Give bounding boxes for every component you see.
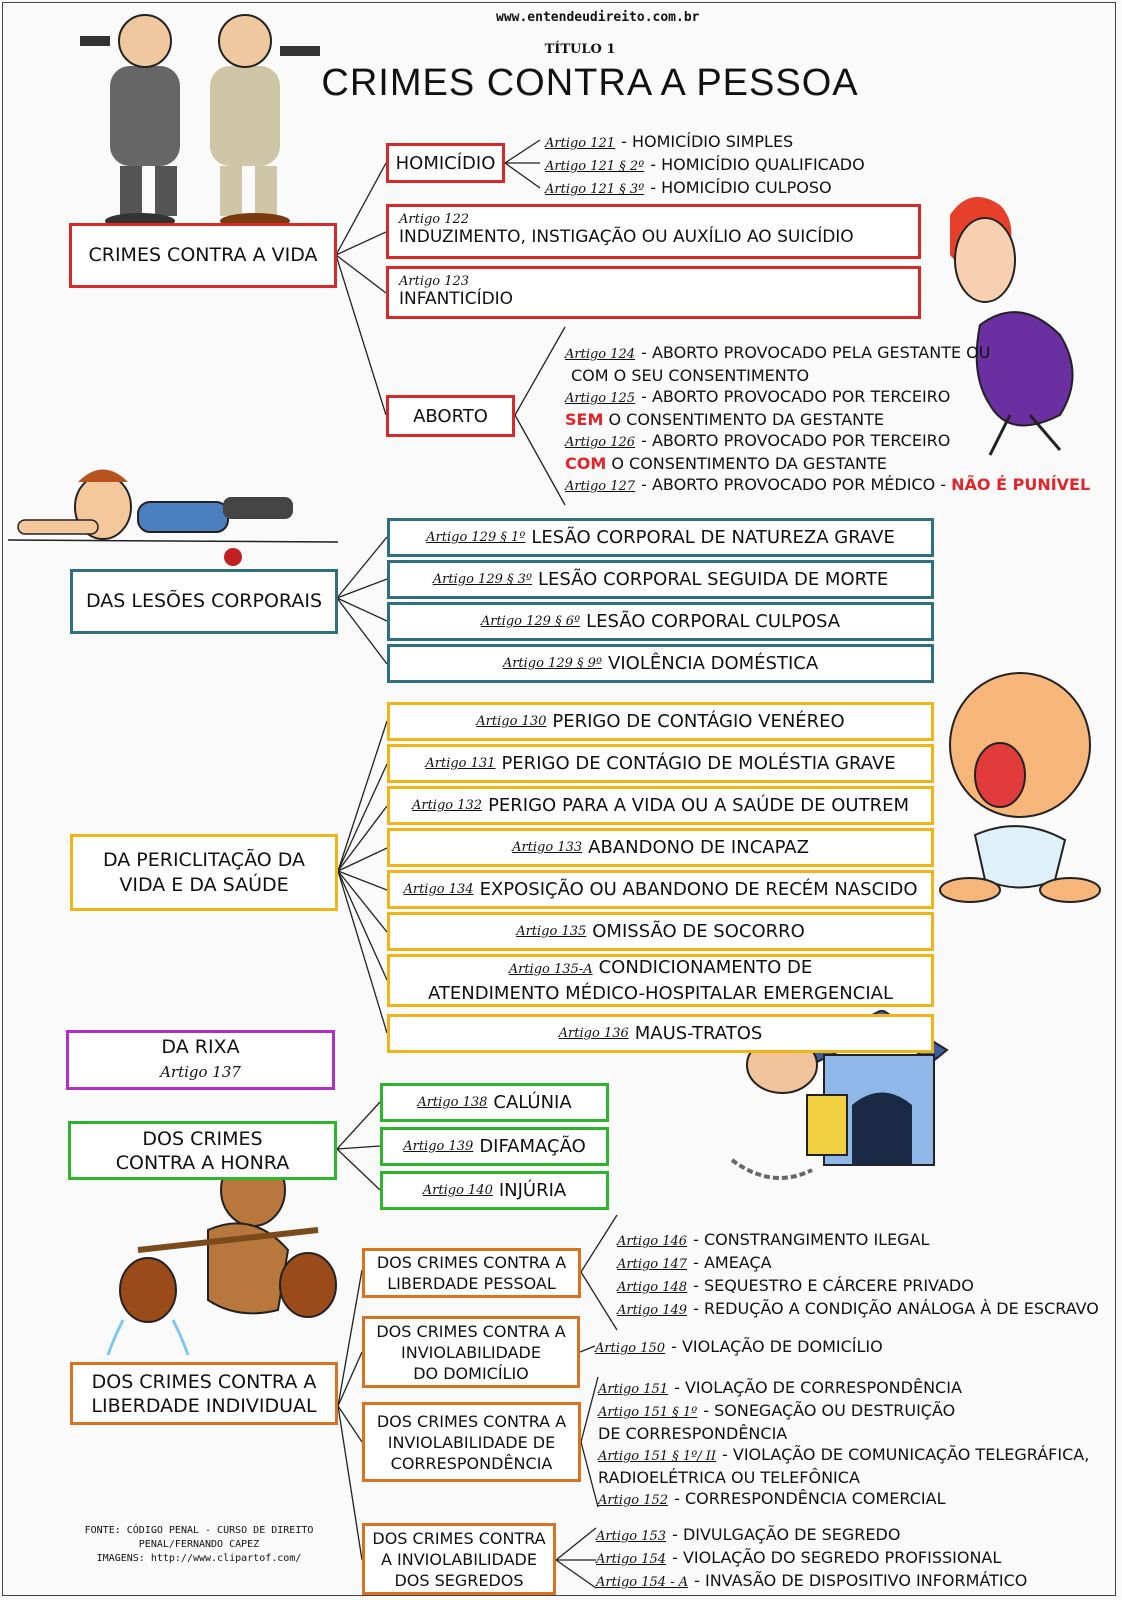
source-credits: FONTE: CÓDIGO PENAL - CURSO DE DIREITO P…	[84, 1525, 314, 1564]
domicilio-list: Artigo 150- VIOLAÇÃO DE DOMICÍLIO	[595, 1337, 883, 1356]
list-item: Artigo 121 § 3º- HOMICÍDIO CULPOSO	[545, 178, 832, 197]
injured-man-illustration	[8, 469, 338, 566]
title-number: TÍTULO 1	[544, 42, 616, 57]
water-carrier-illustration	[106, 1153, 337, 1356]
artigo-123-ref: Artigo 123	[399, 274, 470, 289]
artigo-122-ref: Artigo 122	[399, 212, 470, 227]
crimes-contra-a-vida-box[interactable]: CRIMES CONTRA A VIDA	[69, 223, 337, 288]
liberdade-pessoal-box[interactable]: DOS CRIMES CONTRA A LIBERDADE PESSOAL	[362, 1248, 581, 1298]
segredos-list: Artigo 153- DIVULGAÇÃO DE SEGREDO Artigo…	[596, 1525, 1028, 1590]
crying-baby-illustration	[939, 672, 1101, 903]
homicidio-label: HOMICÍDIO	[395, 152, 496, 174]
lesoes-corporais-box[interactable]: DAS LESÕES CORPORAIS	[70, 569, 338, 634]
correspondencia-list: Artigo 151- VIOLAÇÃO DE CORRESPONDÊNCIA …	[598, 1378, 1090, 1508]
artigo-123-box[interactable]: Artigo 123 INFANTICÍDIO	[386, 266, 921, 319]
list-item: Artigo 121 § 2º- HOMICÍDIO QUALIFICADO	[545, 155, 865, 174]
liberdade-pessoal-list: Artigo 146- CONSTRANGIMENTO ILEGAL Artig…	[617, 1230, 1099, 1318]
artigo-122-box[interactable]: Artigo 122 INDUZIMENTO, INSTIGAÇÃO OU AU…	[386, 204, 921, 259]
aborto-list: Artigo 124- ABORTO PROVOCADO PELA GESTAN…	[565, 343, 1091, 494]
gangsters-illustration	[80, 14, 320, 229]
aborto-label: ABORTO	[413, 405, 488, 427]
inviolabilidade-segredos-box[interactable]: DOS CRIMES CONTRA A INVIOLABILIDADE DOS …	[362, 1523, 556, 1595]
periclitacao-box[interactable]: DA PERICLITAÇÃO DA VIDA E DA SAÚDE	[70, 834, 338, 911]
homicidio-box[interactable]: HOMICÍDIO	[386, 143, 505, 183]
aborto-box[interactable]: ABORTO	[386, 395, 515, 437]
homicidio-list: Artigo 121- HOMICÍDIO SIMPLES Artigo 121…	[545, 131, 865, 200]
honra-box[interactable]: DOS CRIMES CONTRA A HONRA	[68, 1121, 337, 1180]
liberdade-individual-box[interactable]: DOS CRIMES CONTRA A LIBERDADE INDIVIDUAL	[70, 1362, 338, 1425]
rixa-box[interactable]: DA RIXA Artigo 137	[66, 1030, 335, 1090]
crimes-contra-a-vida-label: CRIMES CONTRA A VIDA	[88, 244, 318, 266]
pregnant-woman-illustration	[950, 197, 1074, 456]
page-title: CRIMES CONTRA A PESSOA	[321, 62, 859, 104]
artigo-122-text: INDUZIMENTO, INSTIGAÇÃO OU AUXÍLIO AO SU…	[399, 227, 854, 247]
site-url[interactable]: www.entendeudireito.com.br	[496, 10, 700, 25]
artigo-123-text: INFANTICÍDIO	[399, 289, 514, 309]
list-item: Artigo 121- HOMICÍDIO SIMPLES	[545, 132, 794, 151]
inviolabilidade-correspondencia-box[interactable]: DOS CRIMES CONTRA A INVIOLABILIDADE DE C…	[362, 1402, 581, 1482]
inviolabilidade-domicilio-box[interactable]: DOS CRIMES CONTRA A INVIOLABILIDADE DO D…	[362, 1316, 580, 1388]
